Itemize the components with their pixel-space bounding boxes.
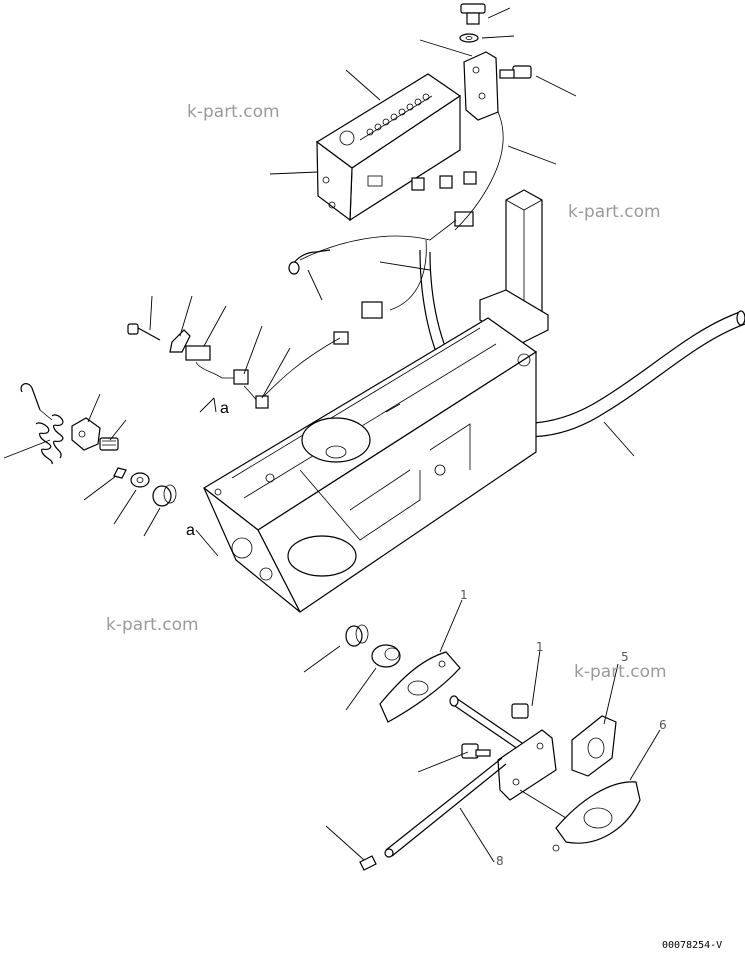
watermark: k-part.com — [106, 615, 199, 635]
callout-number: 5 — [621, 650, 629, 664]
pedal-arm — [379, 651, 461, 723]
lever-post — [479, 189, 549, 345]
small-bracket — [169, 329, 191, 353]
shaft-bolts — [461, 703, 529, 759]
mount-bracket — [463, 51, 499, 121]
flange-collar — [371, 644, 401, 668]
switch-sensor — [185, 345, 269, 409]
ref-label-a: a — [186, 522, 195, 539]
stud-bolt — [99, 437, 119, 451]
indicator-lamps — [366, 93, 430, 136]
ref-label-a: a — [220, 400, 229, 417]
callout-number: 6 — [659, 718, 667, 732]
watermark: k-part.com — [568, 202, 661, 222]
top-bolt — [460, 3, 486, 25]
lower-bushing — [345, 624, 369, 647]
screw — [359, 855, 377, 871]
connectors — [259, 111, 504, 401]
watermark: k-part.com — [187, 102, 280, 122]
drawing-code: 00078254-V — [662, 940, 723, 951]
pivot-plate — [497, 729, 557, 801]
leader-lines — [3, 7, 661, 863]
bushing — [152, 484, 177, 507]
cover-upper — [571, 715, 617, 777]
monitor-panel — [315, 73, 462, 222]
cover-lower — [552, 781, 641, 852]
clip — [113, 467, 127, 479]
watermark: k-part.com — [574, 662, 667, 682]
spring — [20, 383, 64, 465]
side-bolt — [499, 65, 532, 79]
flat-washer — [130, 472, 150, 488]
washer — [459, 33, 479, 43]
clamp-block — [71, 417, 101, 451]
callout-number: 8 — [496, 854, 504, 868]
callout-number: 1 — [460, 588, 468, 602]
callout-number: 1 — [536, 640, 544, 654]
main-frame — [202, 317, 538, 613]
rod — [384, 757, 507, 858]
pin-bolt — [127, 323, 161, 341]
